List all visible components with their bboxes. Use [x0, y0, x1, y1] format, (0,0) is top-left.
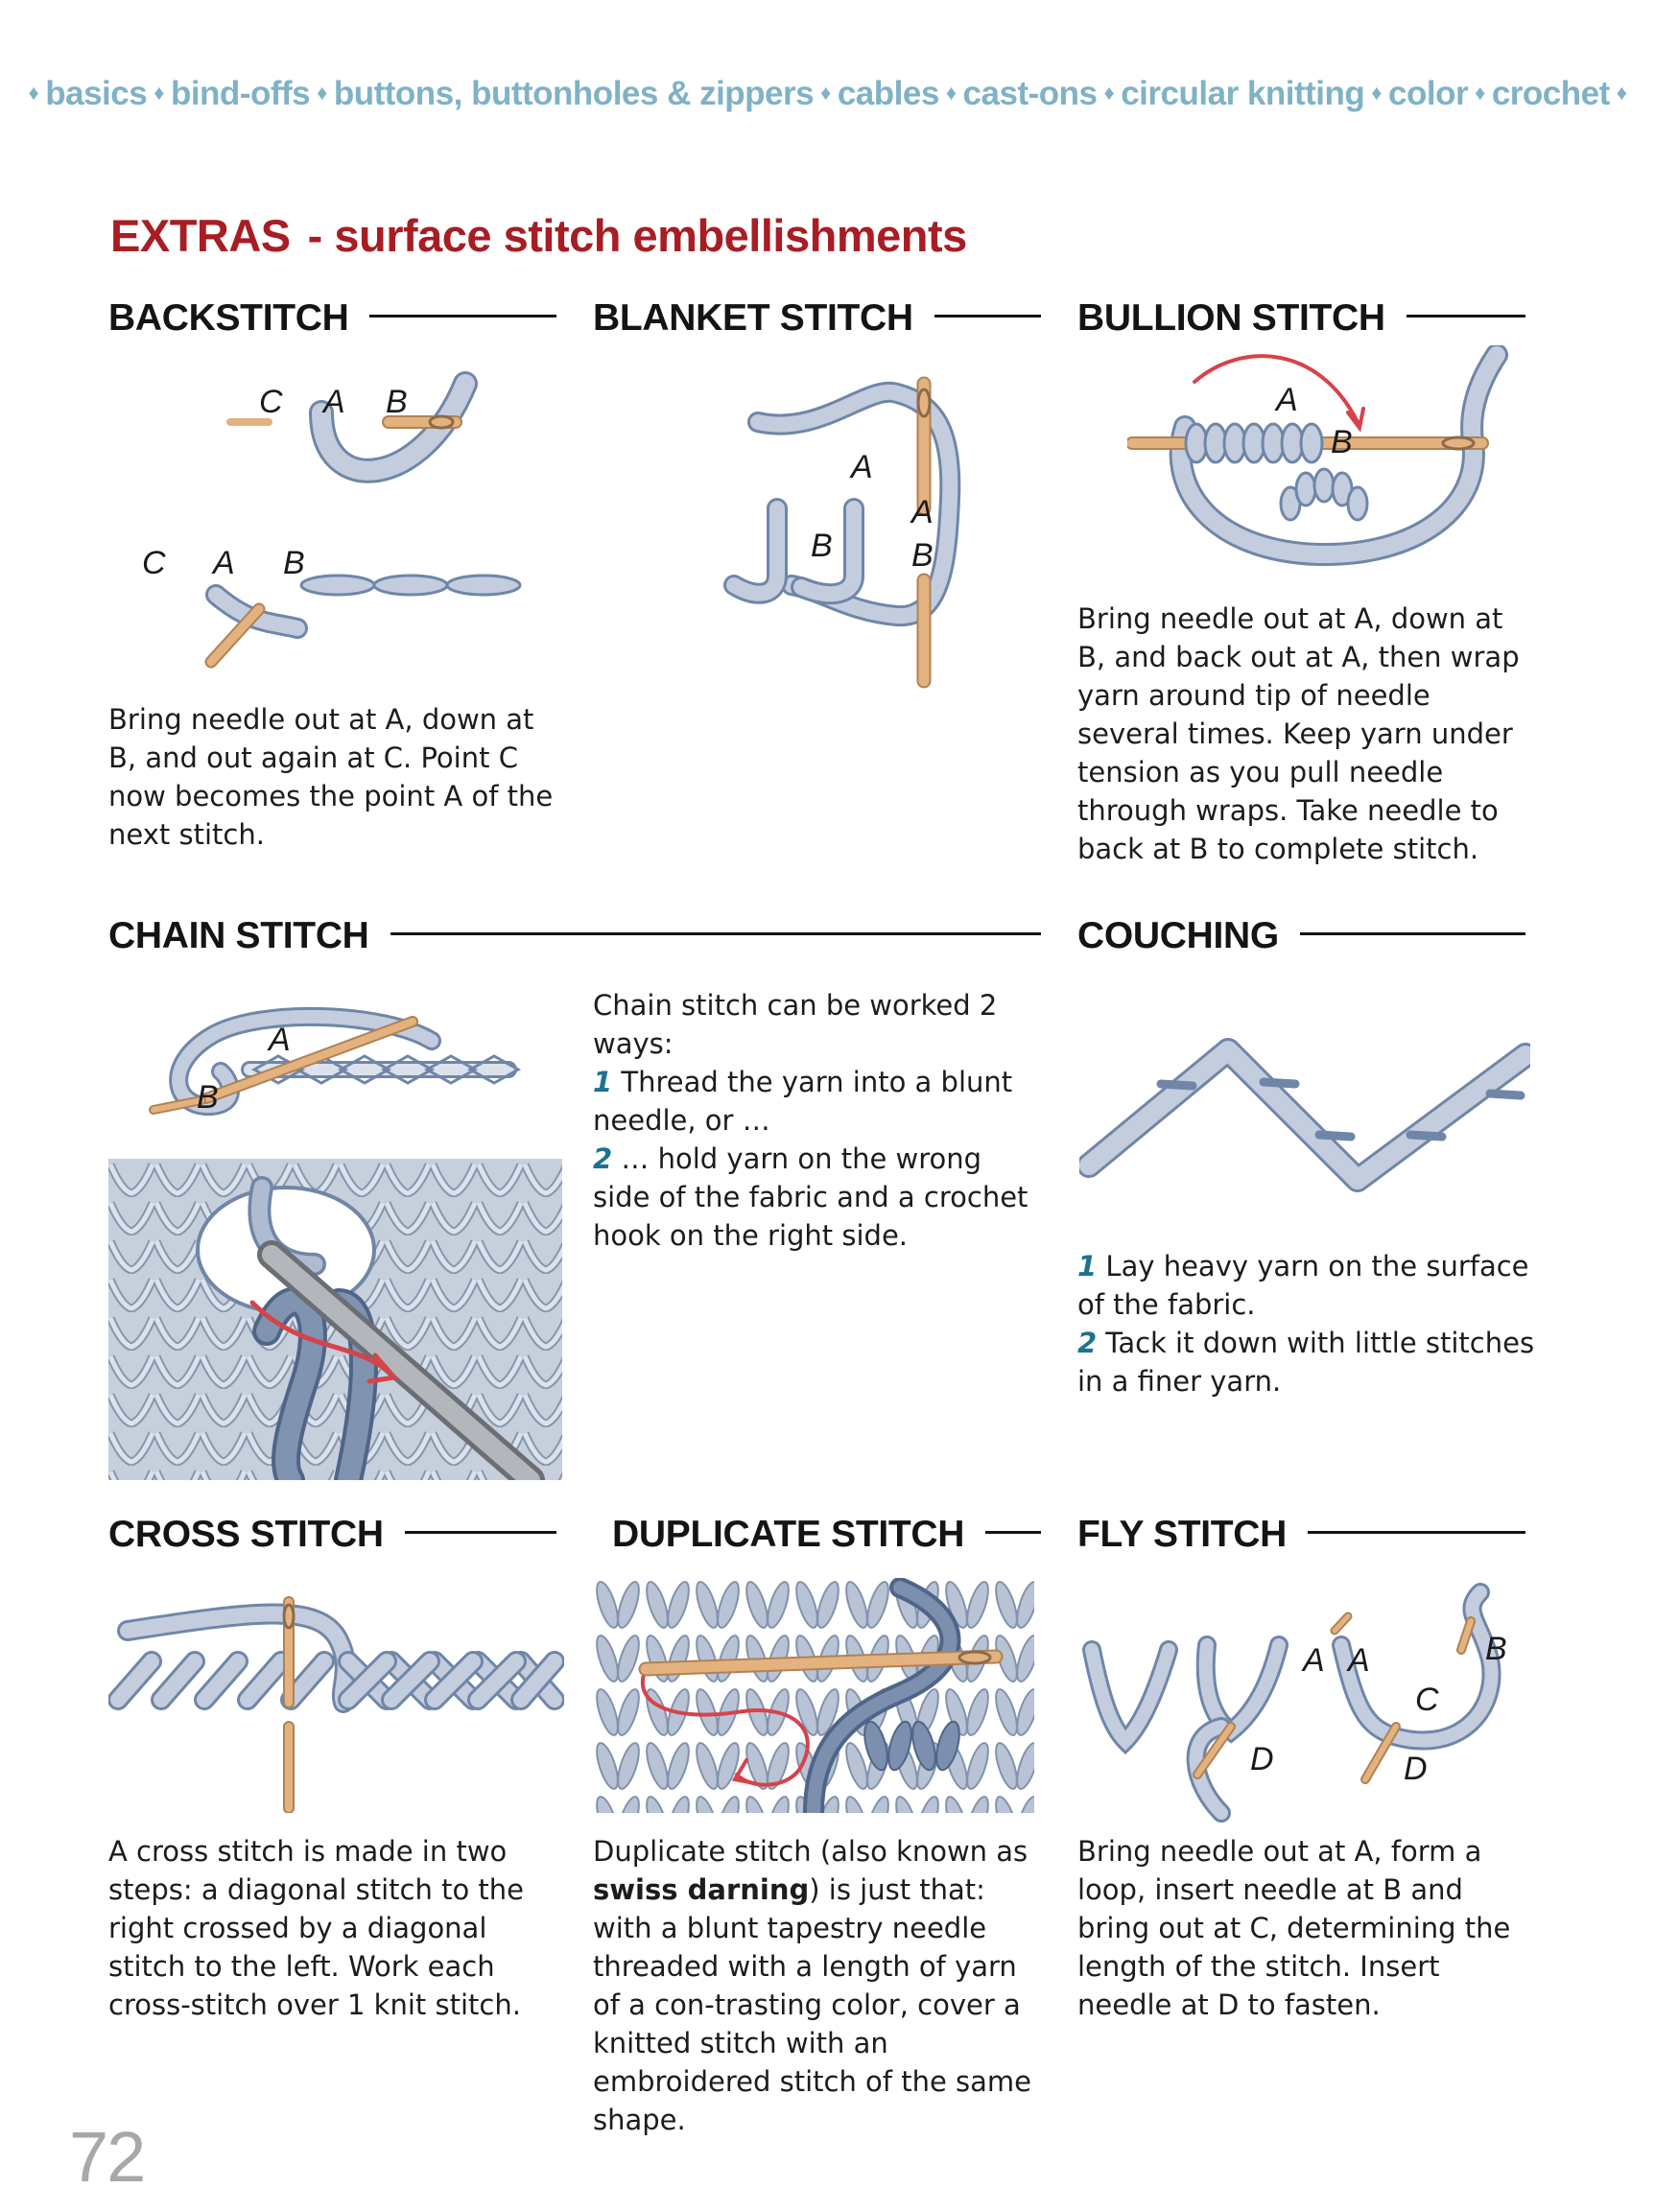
duplicate-stitch-paragraph: Duplicate stitch (also known as swiss da…: [593, 1832, 1044, 2139]
backstitch-label-c2: C: [142, 545, 166, 581]
heading-rule: [1401, 315, 1525, 318]
nav-item-buttons[interactable]: buttons, buttonholes & zippers: [333, 75, 815, 112]
cross-stitch-illustration: [108, 1596, 564, 1813]
duplicate-stitch-description: Duplicate stitch (also known as swiss da…: [593, 1832, 1044, 2139]
couching-step-1: 1 Lay heavy yarn on the surface of the f…: [1077, 1247, 1538, 1324]
section-title-main: EXTRAS: [110, 210, 291, 261]
duplicate-text-bold: swiss darning: [593, 1873, 810, 1906]
heading-rule: [369, 932, 1041, 935]
cross-stitch-description: A cross stitch is made in two steps: a d…: [108, 1832, 569, 2024]
duplicate-stitch-heading: DUPLICATE STITCH: [612, 1516, 986, 1553]
backstitch-heading: BACKSTITCH: [108, 299, 370, 337]
page-number: 72: [69, 2117, 146, 2197]
backstitch-illustration: C A B C A B: [142, 371, 522, 669]
chain-label-b: B: [197, 1079, 219, 1116]
backstitch-label-a2: A: [211, 545, 235, 581]
nav-separator: ♦: [28, 81, 39, 105]
couching-step-2-number: 2: [1077, 1327, 1098, 1359]
chain-stitch-heading: CHAIN STITCH: [108, 917, 390, 954]
chapter-nav: ♦basics♦bind-offs♦buttons, buttonholes &…: [0, 75, 1655, 113]
nav-item-bind-offs[interactable]: bind-offs: [170, 75, 311, 112]
heading-rule: [1281, 932, 1525, 935]
bullion-description: Bring needle out at A, down at B, and ba…: [1077, 600, 1538, 868]
heading-rule: [1286, 1531, 1525, 1534]
chain-stitch-needle-illustration: A B: [149, 1006, 522, 1116]
blanket-label-a: A: [849, 449, 873, 485]
fly-stitch-text: Bring needle out at A, form a loop, inse…: [1077, 1835, 1511, 2021]
nav-item-cables[interactable]: cables: [837, 75, 939, 112]
nav-separator: ♦: [1616, 81, 1627, 105]
couching-heading: COUCHING: [1077, 917, 1300, 954]
chain-intro: Chain stitch can be worked 2 ways:: [593, 989, 998, 1060]
nav-separator: ♦: [154, 81, 164, 105]
fly-label-c: C: [1415, 1682, 1439, 1718]
nav-item-color[interactable]: color: [1388, 75, 1469, 112]
fly-stitch-heading: FLY STITCH: [1077, 1516, 1309, 1553]
fly-label-d2: D: [1404, 1751, 1428, 1787]
blanket-label-b: B: [811, 528, 833, 564]
blanket-stitch-heading: BLANKET STITCH: [593, 299, 934, 337]
chain-description: Chain stitch can be worked 2 ways: 1 Thr…: [593, 986, 1044, 1255]
cross-stitch-heading: CROSS STITCH: [108, 1516, 405, 1553]
section-subtitle: - surface stitch embellishments: [307, 210, 968, 261]
bullion-stitch-illustration: A B: [1127, 345, 1508, 567]
heading-rule: [926, 315, 1041, 318]
nav-item-cast-ons[interactable]: cast-ons: [962, 75, 1098, 112]
chain-stitch-crochet-illustration: [108, 1159, 562, 1480]
nav-separator: ♦: [1103, 81, 1115, 105]
nav-separator: ♦: [820, 81, 831, 105]
bullion-label-b: B: [1331, 424, 1353, 460]
backstitch-description: Bring needle out at A, down at B, and ou…: [108, 700, 559, 854]
backstitch-label-b: B: [386, 384, 408, 420]
nav-separator: ♦: [1371, 81, 1383, 105]
fly-label-d: D: [1250, 1741, 1274, 1777]
chain-step-2-text: … hold yarn on the wrong side of the fab…: [593, 1142, 1028, 1252]
heading-rule: [384, 1531, 556, 1534]
couching-illustration: [1079, 1038, 1530, 1192]
couching-step-2-text: Tack it down with little stitches in a f…: [1077, 1327, 1535, 1398]
backstitch-label-a: A: [321, 384, 345, 420]
nav-item-crochet[interactable]: crochet: [1491, 75, 1610, 112]
couching-description: 1 Lay heavy yarn on the surface of the f…: [1077, 1247, 1538, 1400]
couching-step-1-text: Lay heavy yarn on the surface of the fab…: [1077, 1250, 1529, 1321]
chain-step-2: 2 … hold yarn on the wrong side of the f…: [593, 1140, 1044, 1255]
blanket-label-a2: A: [910, 494, 934, 530]
chain-step-1: 1 Thread the yarn into a blunt needle, o…: [593, 1063, 1044, 1140]
heading-rule: [964, 1531, 1041, 1534]
nav-separator: ♦: [317, 81, 327, 105]
blanket-label-b2: B: [911, 537, 934, 574]
fly-label-a2: A: [1346, 1642, 1370, 1679]
chain-step-2-number: 2: [593, 1142, 613, 1175]
nav-item-circular-knitting[interactable]: circular knitting: [1121, 75, 1365, 112]
backstitch-text: Bring needle out at A, down at B, and ou…: [108, 703, 554, 851]
chain-label-a: A: [267, 1022, 291, 1058]
blanket-stitch-illustration: A A B B: [723, 376, 961, 689]
duplicate-text-after: ) is just that: with a blunt tapestry ne…: [593, 1873, 1031, 2136]
bullion-text: Bring needle out at A, down at B, and ba…: [1077, 602, 1520, 865]
heading-rule: [365, 315, 556, 318]
cross-stitch-text: A cross stitch is made in two steps: a d…: [108, 1835, 525, 2021]
fly-stitch-illustration: A A B C D D: [1082, 1583, 1507, 1823]
nav-item-basics[interactable]: basics: [45, 75, 148, 112]
nav-separator: ♦: [945, 81, 957, 105]
duplicate-stitch-illustration: [593, 1578, 1034, 1813]
nav-separator: ♦: [1475, 81, 1485, 105]
chain-step-1-text: Thread the yarn into a blunt needle, or …: [593, 1066, 1013, 1137]
chain-step-1-number: 1: [593, 1066, 613, 1098]
backstitch-label-c: C: [259, 384, 283, 420]
bullion-stitch-heading: BULLION STITCH: [1077, 299, 1407, 337]
backstitch-label-b2: B: [283, 545, 305, 581]
fly-stitch-description: Bring needle out at A, form a loop, inse…: [1077, 1832, 1538, 2024]
fly-label-b: B: [1485, 1631, 1507, 1667]
couching-step-1-number: 1: [1077, 1250, 1098, 1282]
fly-label-a: A: [1301, 1642, 1325, 1679]
section-title: EXTRAS - surface stitch embellishments: [110, 209, 967, 262]
duplicate-text-before: Duplicate stitch (also known as: [593, 1835, 1028, 1868]
bullion-label-a: A: [1274, 382, 1298, 418]
couching-step-2: 2 Tack it down with little stitches in a…: [1077, 1324, 1538, 1400]
